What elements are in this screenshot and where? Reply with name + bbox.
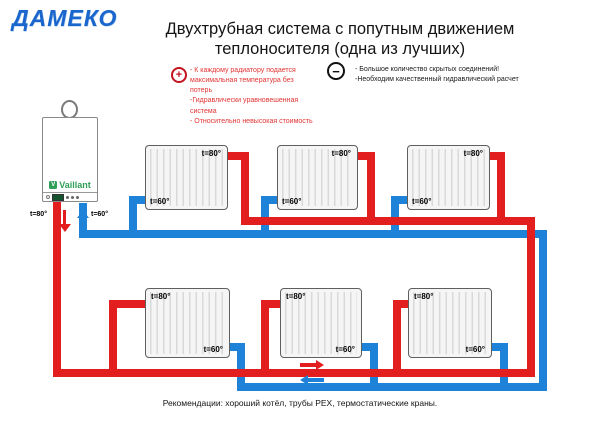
pros-list: - К каждому радиатору подается максималь…: [190, 66, 316, 127]
radiator-top-2: t=80° t=60°: [277, 145, 358, 210]
pros-item: -Гидравлически уравновешенная система: [190, 97, 299, 115]
radiator-supply-temp: t=80°: [414, 292, 434, 301]
pipe-return-drop-bottom3: [500, 343, 508, 391]
pipe-supply-riser-bottom1: [109, 300, 117, 377]
cons-list: - Большое количество скрытых соединений!…: [355, 65, 550, 85]
radiator-top-1: t=80° t=60°: [145, 145, 228, 210]
radiator-return-temp: t=60°: [203, 345, 223, 354]
pipe-supply-riser-bottom2: [261, 300, 269, 377]
pros-item: - Относительно невысокая стоимость: [190, 117, 313, 125]
company-logo: ДАМЕКО: [12, 5, 118, 31]
radiator-ribs: [282, 149, 353, 206]
radiator-return-temp: t=60°: [150, 197, 170, 206]
radiator-ribs: [150, 292, 225, 354]
pipe-return-drop-bottom2: [370, 343, 378, 391]
pipe-return-riser-top1: [129, 196, 137, 238]
radiator-return-temp: t=60°: [412, 197, 432, 206]
supply-flow-arrow-icon: [300, 360, 324, 370]
boiler-return-temp-label: t=60°: [91, 211, 109, 218]
boiler-brand: V Vaillant: [43, 180, 97, 190]
pipe-return-drop-bottom1: [237, 343, 245, 391]
radiator-ribs: [150, 149, 223, 206]
page-title: Двухтрубная система с попутным движением…: [110, 20, 570, 60]
pipe-return-stub-top1: [129, 196, 145, 204]
vaillant-logo-icon: V: [49, 181, 58, 189]
radiator-bottom-1: t=80° t=60°: [145, 288, 230, 358]
boiler-brand-name: Vaillant: [59, 180, 91, 190]
pipe-supply-riser-top1: [241, 152, 249, 225]
pipe-return-bottom-main: [237, 383, 547, 391]
radiator-ribs: [413, 292, 487, 354]
radiator-supply-temp: t=80°: [331, 149, 351, 158]
pipe-supply-right-riser: [527, 217, 535, 377]
radiator-bottom-3: t=80° t=60°: [408, 288, 492, 358]
radiator-supply-temp: t=80°: [286, 292, 306, 301]
pipe-supply-riser-top2: [367, 152, 375, 225]
pipe-supply-stub-bottom1: [109, 300, 145, 308]
button-icon: [71, 195, 74, 199]
minus-icon: −: [327, 62, 345, 80]
boiler-supply-temp-label: t=80°: [30, 211, 48, 218]
pipe-return-stub-top3: [391, 196, 407, 204]
radiator-supply-temp: t=80°: [463, 149, 483, 158]
return-flow-arrow-icon: [300, 375, 324, 385]
cons-item: -Необходим качественный гидравлический р…: [355, 76, 519, 84]
plus-icon: +: [171, 67, 187, 83]
pipe-return-right-riser: [539, 230, 547, 391]
radiator-supply-temp: t=80°: [201, 149, 221, 158]
button-icon: [76, 195, 79, 199]
radiator-return-temp: t=60°: [465, 345, 485, 354]
pipe-supply-bottom-main: [53, 369, 535, 377]
radiator-top-3: t=80° t=60°: [407, 145, 490, 210]
pipe-supply-stub-top1: [226, 152, 249, 160]
title-line-1: Двухтрубная система с попутным движением: [165, 20, 515, 38]
title-line-2: теплоносителя (одна из лучших): [214, 39, 466, 58]
recommendations-caption: Рекомендации: хороший котёл, трубы PEX, …: [162, 398, 438, 408]
display-icon: [52, 193, 64, 201]
radiator-ribs: [412, 149, 485, 206]
button-icon: [66, 195, 69, 199]
radiator-bottom-2: t=80° t=60°: [280, 288, 362, 358]
supply-down-arrow-icon: [58, 210, 71, 232]
radiator-return-temp: t=60°: [335, 345, 355, 354]
return-up-arrow-icon: [76, 210, 89, 232]
pros-item: - К каждому радиатору подается максималь…: [190, 67, 296, 95]
pipe-supply-boiler-drop: [53, 202, 61, 377]
radiator-ribs: [285, 292, 357, 354]
pipe-supply-riser-bottom3: [393, 300, 401, 377]
pipe-supply-stub-bottom2: [261, 300, 280, 308]
pipe-return-top-main: [79, 230, 547, 238]
cons-item: - Большое количество скрытых соединений!: [355, 66, 500, 73]
boiler-control-panel: [43, 192, 97, 201]
pipe-return-stub-top2: [261, 196, 277, 204]
pipe-supply-stub-top2: [357, 152, 375, 160]
knob-icon: [46, 195, 50, 199]
radiator-return-temp: t=60°: [282, 197, 302, 206]
pipe-supply-riser-top3: [497, 152, 505, 225]
radiator-supply-temp: t=80°: [151, 292, 171, 301]
boiler: V Vaillant: [42, 117, 98, 202]
pipe-supply-top-main: [241, 217, 535, 225]
